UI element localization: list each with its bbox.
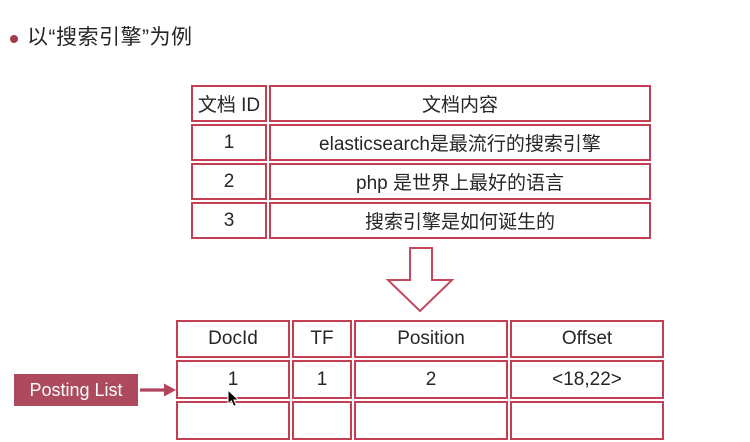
table-cell: 搜索引擎是如何诞生的 <box>269 202 651 239</box>
table-cell: 3 <box>191 202 267 239</box>
table-cell: <18,22> <box>510 360 664 399</box>
table-cell: 2 <box>191 163 267 200</box>
table-cell <box>354 401 508 440</box>
title-bullet-icon <box>10 35 18 43</box>
right-arrow-icon <box>140 383 176 397</box>
column-header: 文档内容 <box>269 85 651 122</box>
table-cell: 1 <box>176 360 290 399</box>
partial-table-row <box>176 401 664 440</box>
table-cell: 1 <box>191 124 267 161</box>
column-header: Position <box>354 320 508 358</box>
column-header: TF <box>292 320 352 358</box>
posting-list-label-text: Posting List <box>29 379 123 400</box>
page-title: 以“搜索引擎”为例 <box>27 26 193 49</box>
column-header: Offset <box>510 320 664 358</box>
table-cell: 2 <box>354 360 508 399</box>
posting-list-label: Posting List <box>14 374 138 406</box>
table-cell: elasticsearch是最流行的搜索引擎 <box>269 124 651 161</box>
table-cell: php 是世界上最好的语言 <box>269 163 651 200</box>
down-block-arrow-icon <box>386 247 454 313</box>
mouse-cursor-icon <box>227 389 240 407</box>
table-cell <box>292 401 352 440</box>
table-cell: 1 <box>292 360 352 399</box>
column-header: DocId <box>176 320 290 358</box>
table-cell <box>510 401 664 440</box>
column-header: 文档 ID <box>191 85 267 122</box>
